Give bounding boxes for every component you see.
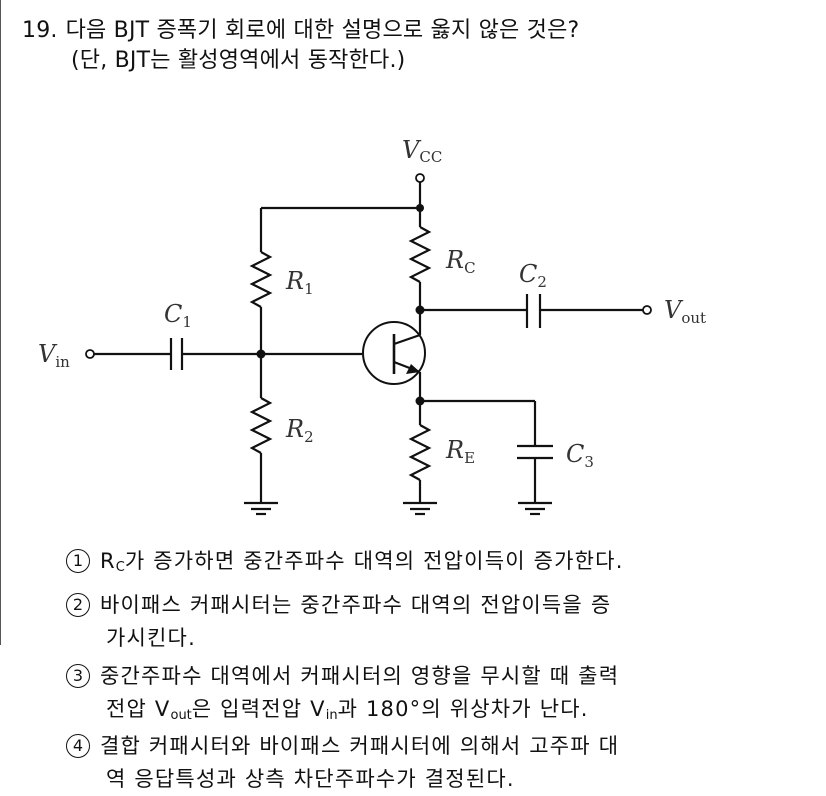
vin-label: Vin <box>38 340 70 371</box>
vin-terminal <box>85 349 95 359</box>
bjt-amplifier-circuit-diagram: VCC R1 R2 Vin C1 RC C2 Vout <box>38 136 706 516</box>
question-text: 다음 BJT 증폭기 회로에 대한 설명으로 옳지 않은 것은? <box>65 18 580 43</box>
ground-icon <box>518 501 552 516</box>
r2-label: R2 <box>285 415 314 446</box>
vout-label: Vout <box>664 296 706 327</box>
option-marker-2: 2 <box>66 593 90 617</box>
ground-icon <box>244 501 278 516</box>
c2-label: C2 <box>519 260 547 291</box>
option-marker-3: 3 <box>66 664 90 688</box>
question-condition: (단, BJT는 활성영역에서 동작한다.) <box>71 48 406 73</box>
resistor-r2 <box>249 397 273 503</box>
question-stem: 19. 다음 BJT 증폭기 회로에 대한 설명으로 옳지 않은 것은? <box>22 16 579 46</box>
option-marker-4: 4 <box>66 734 90 758</box>
r1-label: R1 <box>285 267 314 298</box>
question-number: 19. <box>22 18 58 43</box>
c3-label: C3 <box>566 440 594 471</box>
resistor-r1 <box>249 208 273 398</box>
npn-transistor <box>362 321 426 401</box>
vcc-terminal <box>415 173 425 208</box>
capacitor-c1 <box>94 338 362 370</box>
option-marker-1: 1 <box>66 549 90 573</box>
rc-label: RC <box>445 246 476 277</box>
page-left-border <box>0 0 1 645</box>
vcc-label: VCC <box>402 136 442 166</box>
resistor-re <box>408 401 432 503</box>
capacitor-c3 <box>517 401 553 503</box>
c1-label: C1 <box>164 300 192 331</box>
capacitor-c2 <box>420 294 643 328</box>
vout-terminal <box>642 305 652 315</box>
re-label: RE <box>445 436 475 467</box>
ground-icon <box>403 501 437 516</box>
